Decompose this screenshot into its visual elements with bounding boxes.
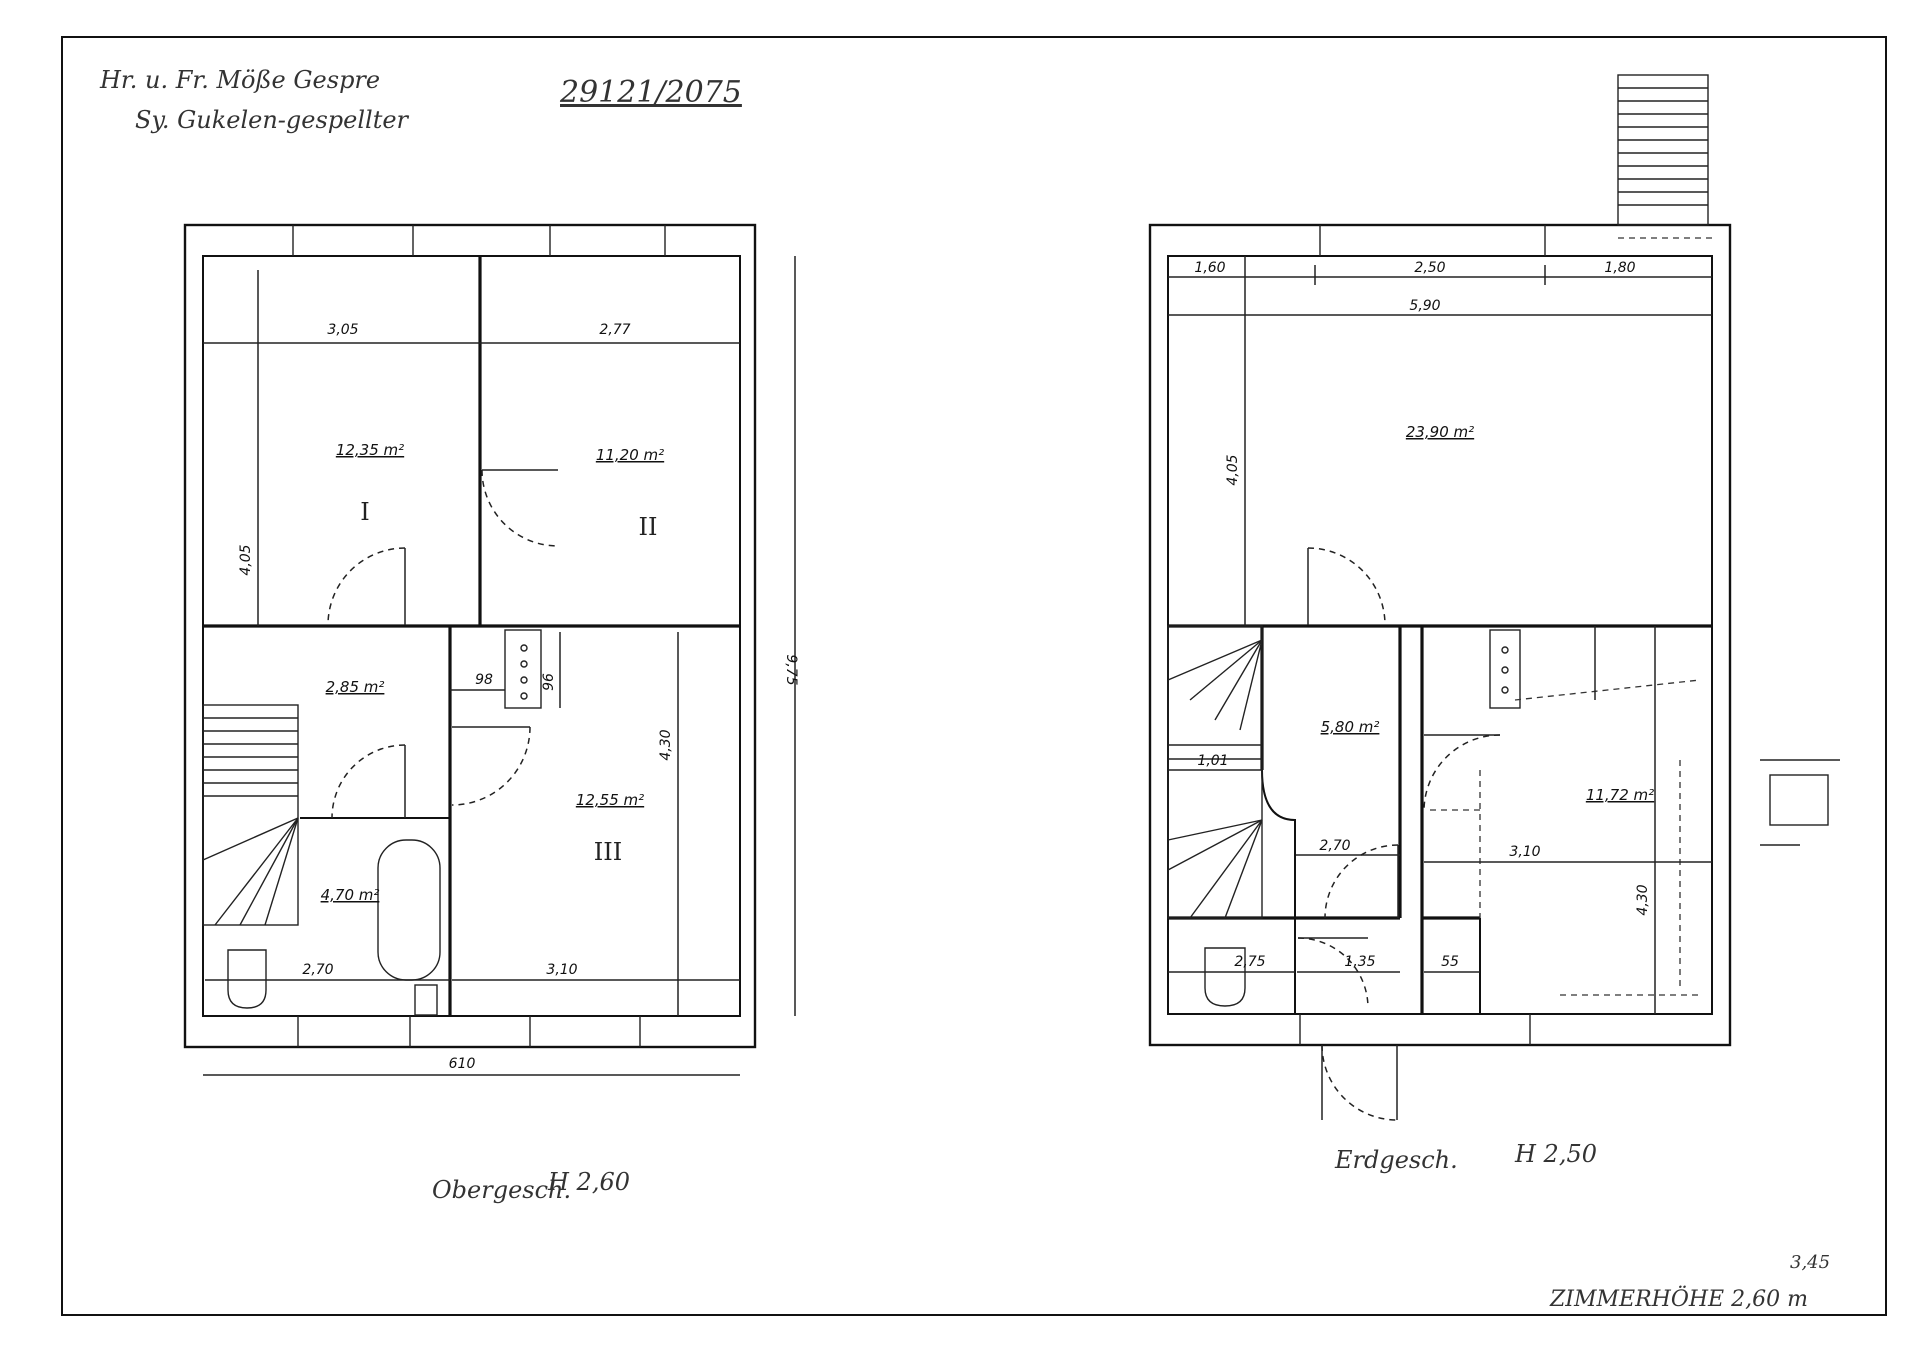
ground-floor-height: H 2,50: [1514, 1140, 1597, 1168]
dim-room2-width: 2,77: [599, 322, 630, 338]
dim-bath-width: 2,70: [302, 962, 333, 978]
ground-dimension-lines: [1168, 256, 1712, 1014]
room-area-5: 12,55 m²: [576, 791, 644, 809]
upper-bathtub: [377, 839, 441, 981]
ground-doors: [1297, 547, 1501, 1121]
ceiling-height-note: ZIMMERHÖHE 2,60 m: [1549, 1285, 1808, 1312]
dim-living-width: 5,90: [1409, 298, 1440, 314]
header-note-line2: Sy. Gukelen-gespellter: [135, 106, 410, 134]
upper-outer-wall: [183, 223, 757, 1049]
room-area-kitchen: 11,72 m²: [1586, 786, 1654, 804]
upper-window-marks: [292, 225, 666, 1047]
ground-toilet: [1204, 947, 1246, 1007]
upper-chimney: [504, 629, 542, 709]
upper-inner-wall: [202, 255, 741, 1017]
upper-floor-plan: 3,05 2,77 4,05 9,75 4,30 2,70 3,10 610 9…: [183, 223, 799, 1076]
ground-kitchen-fixtures: [1430, 679, 1701, 996]
dim-wc-width: 2,75: [1234, 954, 1265, 970]
dim-hall2-width: 1,35: [1344, 954, 1375, 970]
dim-hall-width: 2,70: [1319, 838, 1350, 854]
ground-inner-wall: [1167, 255, 1713, 1015]
dim-kitchen-height: 4,30: [1635, 884, 1651, 915]
ceiling-small-note: 3,45: [1790, 1252, 1830, 1273]
upper-doors: [327, 469, 559, 819]
dim-chimney-d: 96: [541, 673, 557, 691]
dim-kitchen-width: 3,10: [1509, 844, 1540, 860]
dim-stair-width: 1,01: [1197, 753, 1228, 769]
dim-room3-height: 4,30: [658, 729, 674, 760]
upper-dimension-lines: [203, 256, 796, 1076]
header-note-line1: Hr. u. Fr. Möße Gespre: [99, 66, 380, 94]
dim-room3-width: 3,10: [546, 962, 577, 978]
dim-living-height: 4,05: [1225, 454, 1241, 485]
room-area-3: 2,85 m²: [326, 678, 385, 696]
dim-closet-width: 55: [1441, 954, 1459, 970]
room-number-2: II: [639, 513, 658, 541]
upper-floor-label: Obergesch.: [432, 1176, 571, 1204]
dim-seg2: 2,50: [1414, 260, 1445, 276]
room-area-4: 4,70 m²: [321, 886, 380, 904]
dim-room1-width: 3,05: [327, 322, 358, 338]
dim-total-width: 610: [449, 1056, 476, 1072]
room-number-3: III: [594, 838, 622, 866]
room-area-living: 23,90 m²: [1406, 423, 1474, 441]
upper-floor-height: H 2,60: [547, 1168, 630, 1196]
dim-left-height: 4,05: [238, 544, 254, 575]
upper-stairs: [202, 704, 299, 926]
upper-basin: [414, 984, 438, 1016]
ground-stairs: [1167, 625, 1263, 919]
dim-chimney-w: 98: [475, 672, 493, 688]
upper-toilet: [227, 949, 267, 1009]
ground-window-marks: [1299, 225, 1546, 1045]
room-area-1: 12,35 m²: [336, 441, 404, 459]
room-area-2: 11,20 m²: [596, 446, 664, 464]
dim-seg3: 1,80: [1604, 260, 1635, 276]
side-sketch: [1760, 759, 1840, 846]
ground-outer-wall: [1148, 223, 1732, 1047]
ground-floor-plan: 1,60 2,50 1,80 5,90 4,05 1,01 2,70 3,10 …: [1148, 74, 1732, 1121]
ground-chimney: [1489, 629, 1521, 709]
ground-floor-label: Erdgesch.: [1334, 1146, 1458, 1174]
room-number-1: I: [360, 498, 369, 526]
exterior-stairs: [1617, 74, 1709, 226]
room-area-hall: 5,80 m²: [1321, 718, 1380, 736]
ground-hall-curve: [1261, 769, 1296, 918]
sheet-border: [61, 36, 1887, 1316]
dim-total-depth: 9,75: [783, 654, 799, 685]
dim-seg1: 1,60: [1194, 260, 1225, 276]
file-number: 29121/2075: [559, 75, 742, 110]
